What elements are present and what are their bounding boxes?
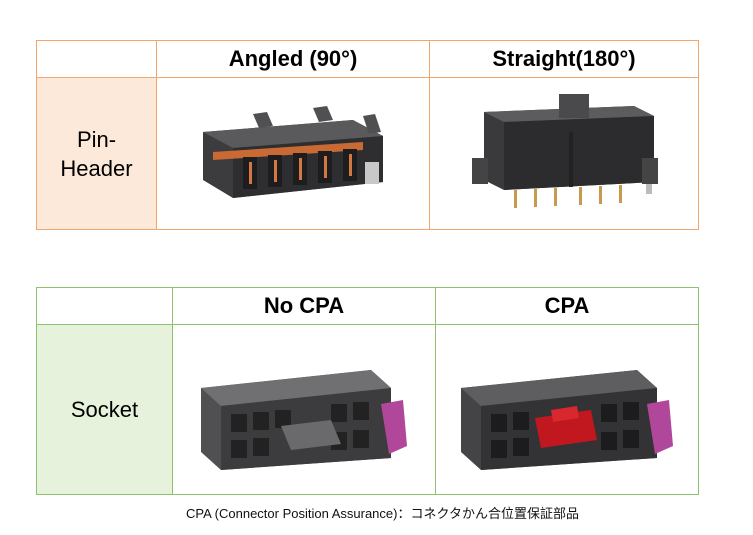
row-label-line1: Pin- — [76, 126, 117, 152]
col-header-straight: Straight(180°) — [429, 40, 699, 78]
no-cpa-socket-image — [201, 369, 407, 470]
corner-cell — [36, 40, 157, 78]
corner-cell — [36, 287, 173, 325]
row-label-pin-header: Pin- Header — [36, 77, 157, 230]
angled-pin-header-image — [203, 105, 383, 198]
col-header-angled: Angled (90°) — [156, 40, 430, 78]
row-label-socket: Socket — [36, 324, 173, 495]
no-cpa-socket-cell — [172, 324, 436, 495]
col-header-no-cpa: No CPA — [172, 287, 436, 325]
straight-pin-header-image — [472, 93, 658, 208]
straight-pin-header-cell — [429, 77, 699, 230]
row-label-line2: Header — [60, 155, 133, 181]
socket-table: No CPA CPA Socket — [36, 287, 699, 495]
cpa-socket-cell — [435, 324, 699, 495]
footnote: CPA (Connector Position Assurance)：コネクタか… — [186, 506, 579, 521]
pin-header-table: Angled (90°) Straight(180°) Pin- Header — [36, 40, 699, 230]
cpa-socket-image — [461, 369, 673, 470]
angled-pin-header-cell — [156, 77, 430, 230]
col-header-cpa: CPA — [435, 287, 699, 325]
